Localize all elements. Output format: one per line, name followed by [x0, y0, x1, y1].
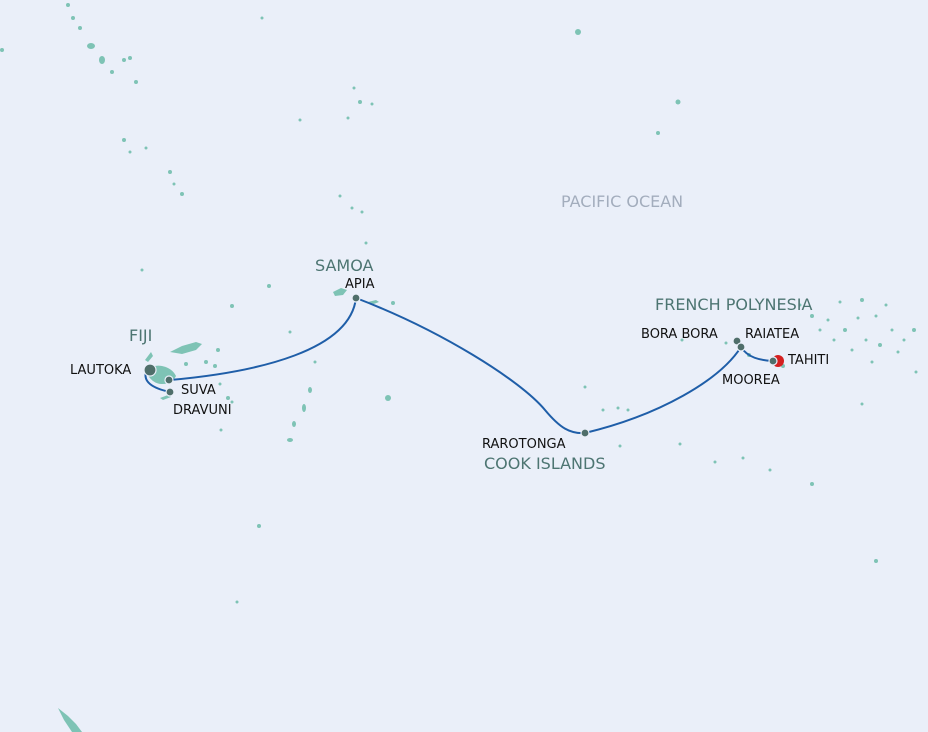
region-label-cook-islands: COOK ISLANDS: [484, 454, 605, 473]
route-rarotonga-raiatea: [584, 346, 742, 434]
port-marker-suva: [164, 375, 174, 385]
port-label-bora-bora: BORA BORA: [641, 327, 718, 342]
port-label-lautoka: LAUTOKA: [70, 363, 131, 378]
port-marker-rarotonga: [580, 428, 590, 438]
port-marker-moorea: [768, 356, 778, 366]
port-marker-lautoka: [143, 363, 157, 377]
port-marker-apia: [351, 293, 361, 303]
island-vanua-levu: [170, 342, 202, 354]
port-markers: [143, 293, 784, 438]
port-label-moorea: MOOREA: [722, 373, 780, 388]
route-apia-rarotonga: [355, 297, 586, 435]
region-label-samoa: SAMOA: [315, 256, 374, 275]
tuamotu-archipelago: [798, 298, 918, 374]
region-label-fiji: FIJI: [129, 326, 152, 345]
island-savaii: [333, 288, 347, 296]
region-label-french-polynesia: FRENCH POLYNESIA: [655, 295, 812, 314]
port-marker-dravuni: [165, 387, 175, 397]
port-label-suva: SUVA: [181, 383, 216, 398]
port-label-dravuni: DRAVUNI: [173, 403, 232, 418]
port-label-apia: APIA: [345, 277, 375, 292]
port-label-tahiti: TAHITI: [787, 353, 829, 368]
route-suva-apia: [169, 297, 357, 381]
port-marker-raiatea: [736, 342, 746, 352]
port-label-raiatea: RAIATEA: [745, 327, 799, 342]
island-new-caledonia: [58, 708, 82, 732]
ocean-label: PACIFIC OCEAN: [561, 192, 683, 211]
port-label-rarotonga: RAROTONGA: [482, 437, 566, 452]
